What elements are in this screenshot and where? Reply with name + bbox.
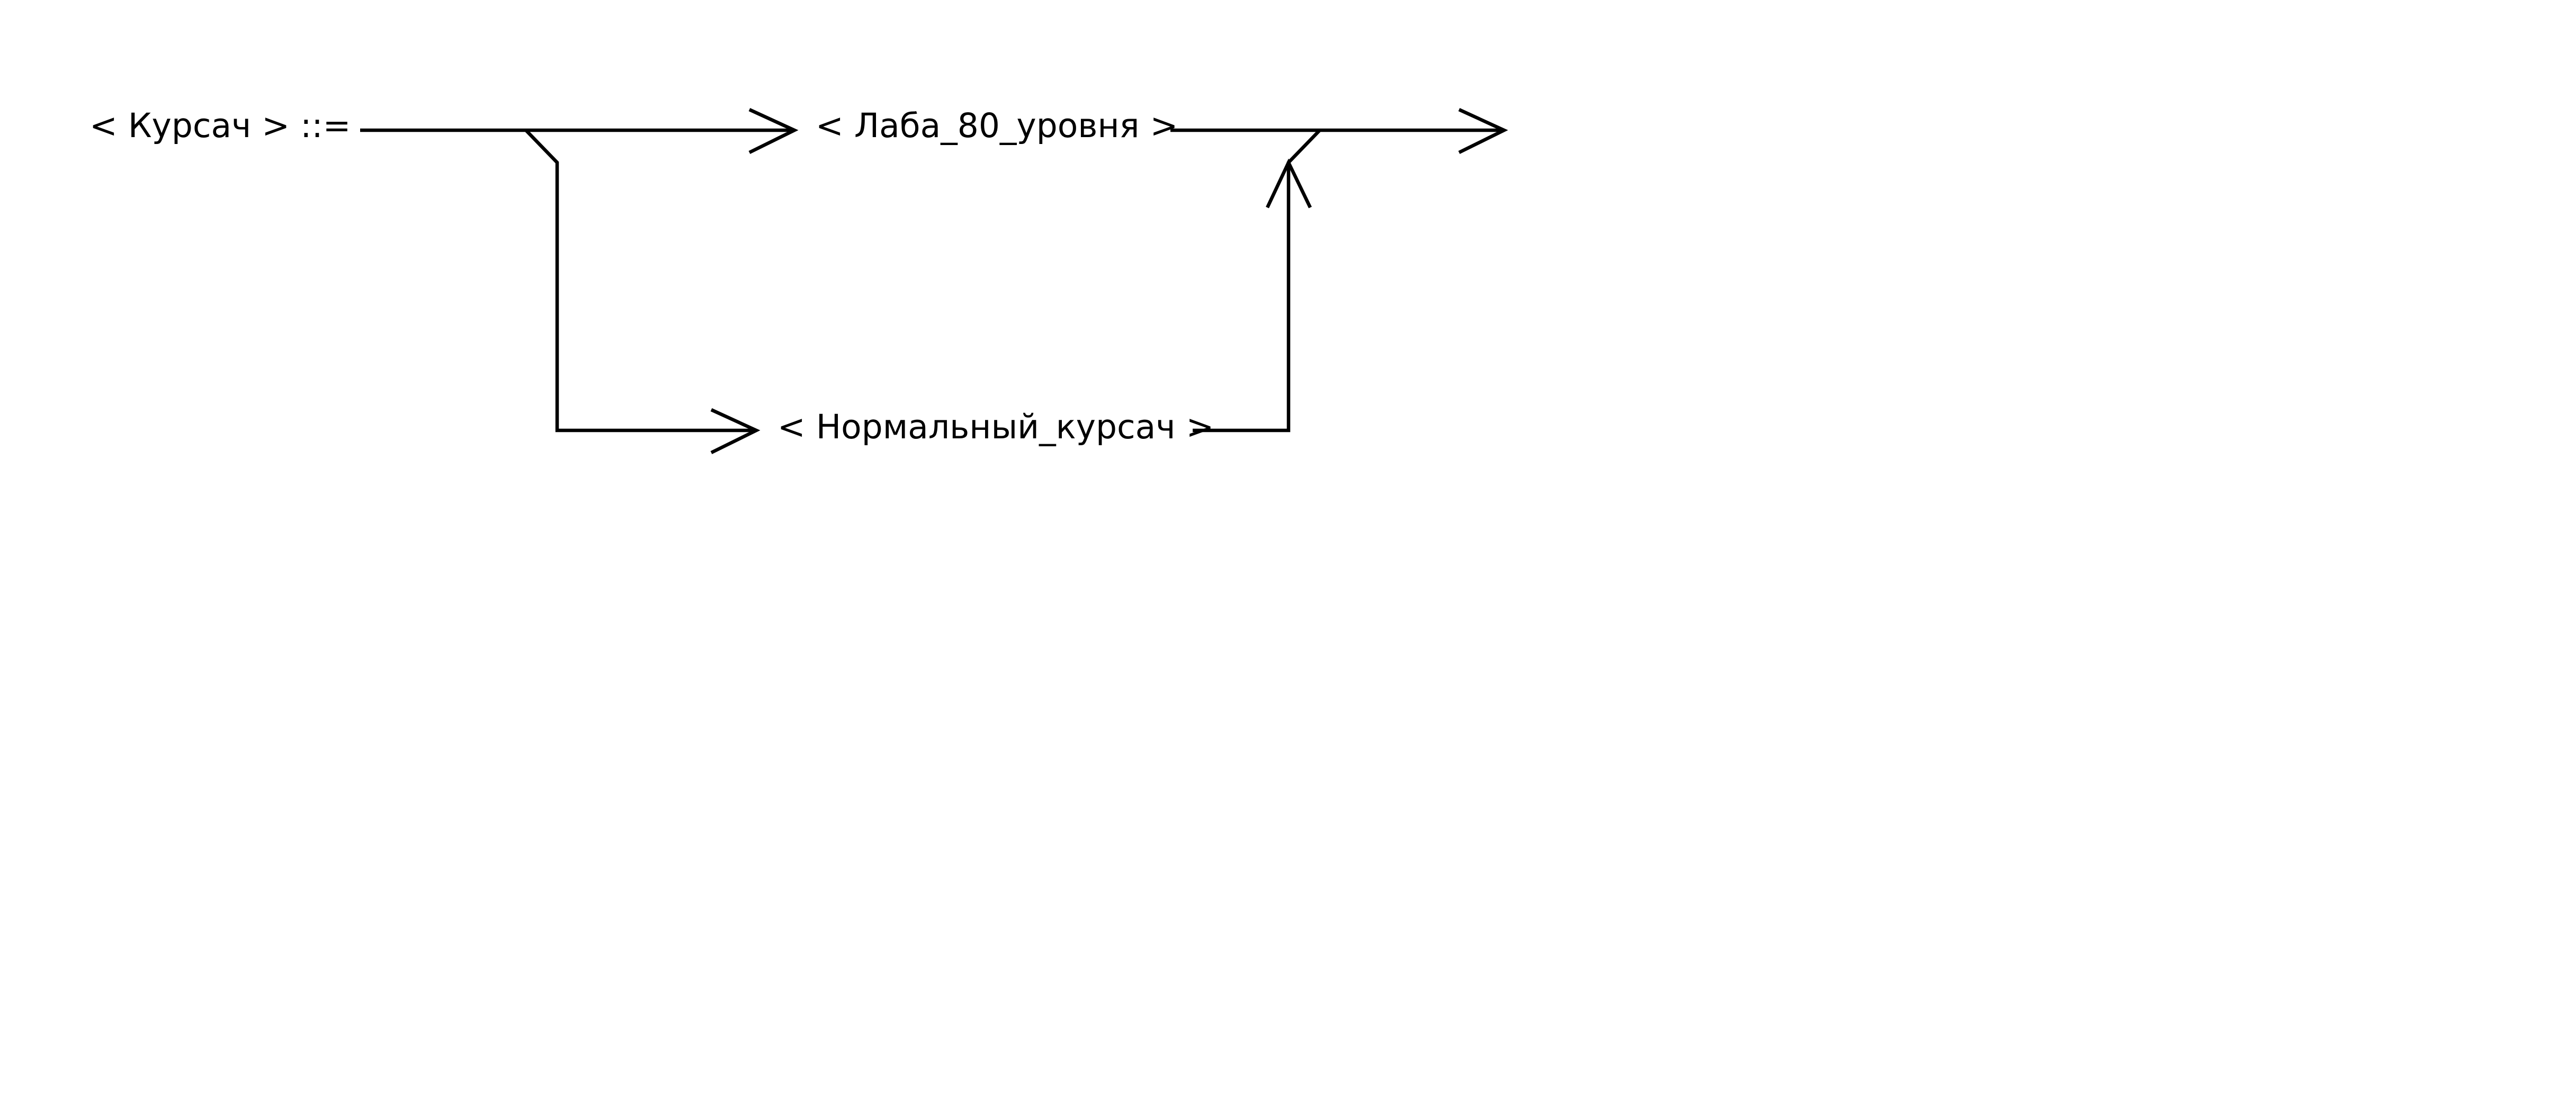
arrow-head-into-normalny [710,408,761,454]
alternative-label-laba: < Лаба_80_уровня > [816,106,1178,145]
arrow-head-merge-up [1266,158,1312,209]
arrow-head-into-laba [748,108,799,154]
rule-definition-label: < Курсач > ::= [90,106,351,145]
branch-line-down [524,129,756,433]
arrow-head-exit [1458,108,1508,154]
merge-line-up [1193,129,1321,433]
alternative-label-normalny-kursach: < Нормальный_курсач > [777,408,1214,446]
